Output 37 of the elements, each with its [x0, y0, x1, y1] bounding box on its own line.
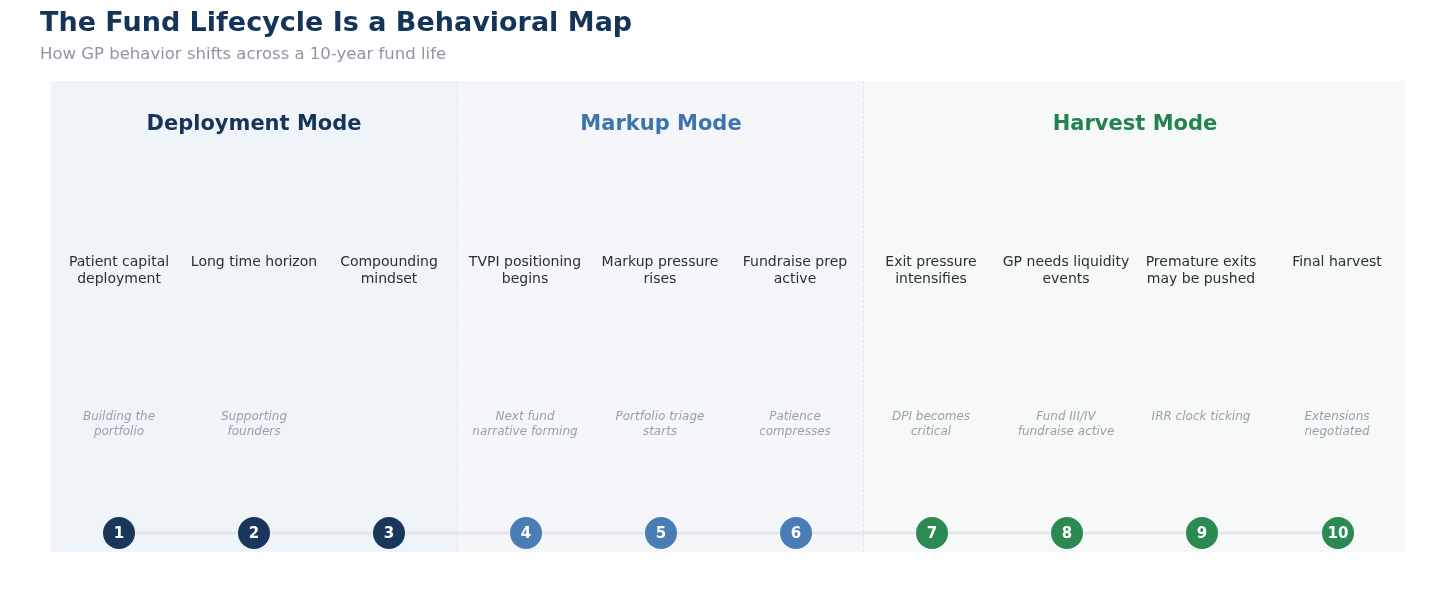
- behavior-note: Extensions negotiated: [1303, 409, 1371, 438]
- behavior-note: Patience compresses: [758, 409, 832, 438]
- year-circle: 1: [103, 517, 135, 549]
- behavior-text: Final harvest: [1292, 253, 1382, 270]
- year-circle: 4: [510, 517, 542, 549]
- year-circle: 8: [1051, 517, 1083, 549]
- phase-title: Markup Mode: [580, 110, 742, 136]
- year-circle: 5: [645, 517, 677, 549]
- behavior-text: Markup pressure rises: [600, 253, 720, 287]
- diagram-title: The Fund Lifecycle Is a Behavioral Map: [40, 5, 633, 39]
- behavior-text: Premature exits may be pushed: [1144, 253, 1258, 287]
- behavior-note: Next fund narrative forming: [471, 409, 579, 438]
- subtitle: How GP behavior shifts across a 10-year fund life: [40, 44, 447, 64]
- phase-title: Harvest Mode: [1052, 110, 1218, 136]
- behavior-note: Building the portfolio: [81, 409, 157, 438]
- phase-panel: [51, 81, 457, 552]
- phase-title: Deployment Mode: [146, 110, 362, 136]
- behavior-note: IRR clock ticking: [1151, 409, 1251, 424]
- behavior-note: Fund III/IV fundraise active: [1016, 409, 1116, 438]
- year-circle: 9: [1186, 517, 1218, 549]
- behavior-text: Exit pressure intensifies: [884, 253, 978, 287]
- phase-panel: [457, 81, 863, 552]
- behavior-note: DPI becomes critical: [890, 409, 972, 438]
- behavior-text: Fundraise prep active: [741, 253, 849, 287]
- behavior-note: Supporting founders: [220, 409, 288, 438]
- behavior-note: Portfolio triage starts: [614, 409, 706, 438]
- behavior-text: Long time horizon: [190, 253, 318, 270]
- year-circle: 10: [1322, 517, 1354, 549]
- year-circle: 2: [238, 517, 270, 549]
- behavior-text: GP needs liquidity events: [1002, 253, 1130, 287]
- behavior-text: TVPI positioning begins: [467, 253, 583, 287]
- behavior-text: Patient capital deployment: [67, 253, 171, 287]
- phase-panel: [863, 81, 1405, 552]
- year-circle: 6: [780, 517, 812, 549]
- year-circle: 3: [373, 517, 405, 549]
- year-circle: 7: [916, 517, 948, 549]
- behavior-text: Compounding mindset: [339, 253, 439, 287]
